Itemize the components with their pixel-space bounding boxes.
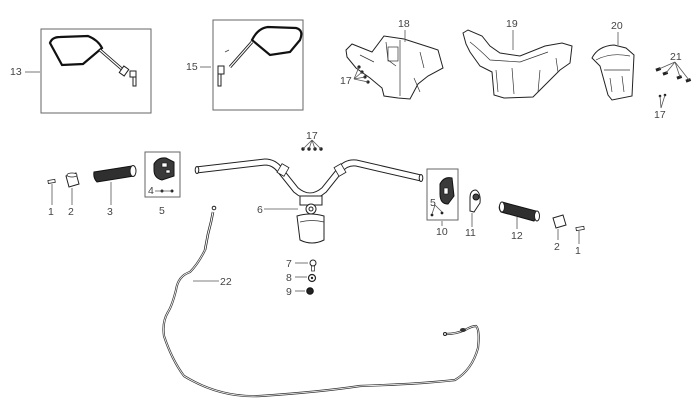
left-switch-group: 4 5	[144, 151, 181, 217]
nut-9: 9	[286, 286, 314, 298]
left-mirror-group: 13	[10, 28, 152, 114]
callout-5-left: 4	[148, 185, 154, 197]
left-handlebar-switch	[153, 157, 175, 181]
callout-20: 20	[611, 20, 623, 32]
right-mirror-group: 15	[186, 19, 304, 111]
callout-10: 10	[436, 226, 448, 238]
rear-cover-group: 19	[462, 18, 573, 99]
callout-1-left: 1	[48, 206, 54, 218]
throttle-cable-group: 22	[162, 205, 480, 398]
left-switch-frame	[144, 151, 181, 198]
front-cover-group: 18 17	[340, 18, 444, 100]
callout-7: 7	[286, 258, 292, 270]
bolt-7: 7	[286, 258, 317, 272]
throttle-cable	[162, 249, 480, 398]
callout-13: 13	[10, 66, 22, 78]
callout-19: 19	[506, 18, 518, 30]
right-switch-group: 5 10	[426, 168, 459, 238]
callout-17-handlebar: 17	[306, 130, 318, 142]
clips-21-group: 21	[655, 51, 692, 83]
callout-15: 15	[186, 61, 198, 73]
left-grip: 3	[93, 165, 137, 218]
handlebar-group: 6	[194, 158, 424, 244]
callout-5-right: 5	[430, 197, 436, 209]
callout-1-right: 1	[575, 245, 581, 257]
callout-12: 12	[511, 230, 523, 242]
meter-cover	[591, 44, 635, 101]
callout-6: 6	[257, 204, 263, 216]
right-grip: 12	[498, 201, 540, 242]
callout-11: 11	[465, 227, 476, 239]
screws-17-handlebar: 17	[301, 130, 323, 151]
callout-3: 3	[107, 206, 113, 218]
right-bar-end-screw: 1	[575, 225, 585, 257]
left-bar-end-weight: 2	[65, 172, 80, 218]
rear-cover	[462, 29, 573, 99]
screws-17-front-cover	[353, 65, 370, 84]
callout-9: 9	[286, 286, 292, 298]
callout-2-right: 2	[554, 241, 560, 253]
callout-17-front-cover: 17	[340, 75, 352, 87]
left-mirror	[48, 34, 137, 87]
throttle-housing: 11	[465, 189, 481, 239]
left-bar-end-screw: 1	[47, 178, 56, 218]
front-cover	[345, 35, 444, 100]
washer-8: 8	[286, 272, 317, 284]
meter-cover-group: 20	[591, 20, 635, 101]
right-mirror-frame	[212, 19, 304, 111]
right-mirror	[217, 25, 303, 87]
callout-8: 8	[286, 272, 292, 284]
callout-4: 5	[159, 205, 165, 217]
right-switch-frame	[426, 168, 459, 221]
callout-17-meter-cover: 17	[654, 109, 666, 121]
screws-17-meter-cover: 17	[654, 93, 667, 121]
callout-18: 18	[398, 18, 410, 30]
callout-2-left: 2	[68, 206, 74, 218]
callout-21: 21	[670, 51, 682, 63]
left-mirror-frame	[40, 28, 152, 114]
callout-22: 22	[220, 276, 232, 288]
right-bar-end-weight: 2	[552, 214, 567, 253]
